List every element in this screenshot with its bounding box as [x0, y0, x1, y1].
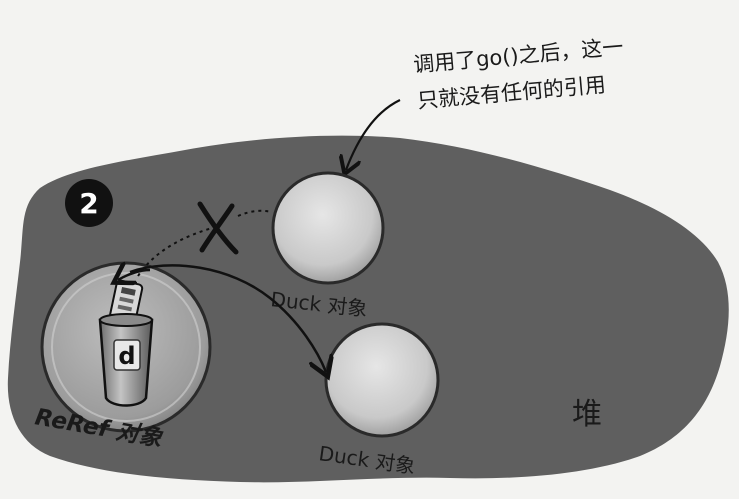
- step-badge: 2: [65, 179, 113, 227]
- step-number: 2: [79, 187, 98, 220]
- duck-object-bottom: [326, 324, 438, 436]
- reference-variable-name: d: [118, 342, 135, 370]
- annotation-line-1: 调用了go()之后，这一: [412, 35, 624, 77]
- annotation-line-2: 只就没有任何的引用: [416, 73, 606, 113]
- heap-label: 堆: [572, 397, 602, 432]
- duck-object-top: [273, 173, 383, 283]
